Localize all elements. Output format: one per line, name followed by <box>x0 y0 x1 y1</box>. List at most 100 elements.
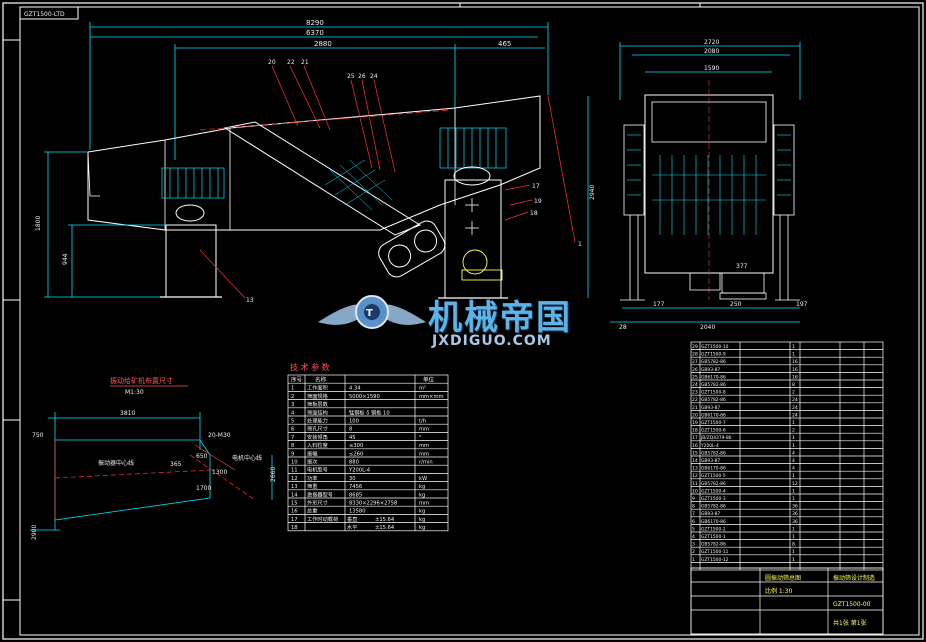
tech-row-value: 5000×1590 <box>349 394 380 400</box>
bom-row-code: GB5782-86 <box>701 481 726 487</box>
bom-row-qty: 1 <box>792 443 795 449</box>
bom-row-code: GB5782-86 <box>701 397 726 403</box>
bom-row-no: 15 <box>692 450 698 456</box>
bom-row-no: 11 <box>692 481 698 487</box>
bom-row-code: GB93-87 <box>701 458 720 464</box>
bom-row-no: 20 <box>692 412 698 418</box>
bom-row-no: 8 <box>692 504 695 510</box>
tech-row-value: 45 <box>349 435 356 441</box>
bom-row-qty: 16 <box>792 367 798 373</box>
dim-944: 944 <box>62 253 69 265</box>
inner-frame <box>19 6 920 636</box>
bom-row-qty: 16 <box>792 374 798 380</box>
bom-row-no: 19 <box>692 420 698 426</box>
tech-row-no: 14 <box>291 492 298 498</box>
tech-row-name: 功率 <box>307 474 317 482</box>
tech-row-value: 垂直 <box>347 515 357 523</box>
bom-row-qty: 1 <box>792 420 795 426</box>
detail-note-motor: 电机中心线 <box>232 454 262 462</box>
bom-row-no: 18 <box>692 428 698 434</box>
tech-row-no: 9 <box>291 451 294 457</box>
tech-table-title: 技 术 参 数 <box>290 362 330 372</box>
bom-row-no: 25 <box>692 374 698 380</box>
bom-row-no: 9 <box>692 496 695 502</box>
end-dim-1590: 1590 <box>704 65 719 72</box>
bom-row-code: GZT1500-10 <box>701 344 729 350</box>
bom-row-qty: 24 <box>792 397 798 403</box>
tech-row-no: 16 <box>291 509 298 515</box>
bom-row-qty: 36 <box>792 511 798 517</box>
tech-row-unit: mm <box>419 443 429 449</box>
tech-row-no: 3 <box>291 402 294 408</box>
bom-row-qty: 1 <box>792 473 795 479</box>
title-block-sheet: 共1张 第1张 <box>833 619 867 627</box>
tech-row-name: 振次 <box>307 458 317 466</box>
bom-row-no: 21 <box>692 405 698 411</box>
tech-row-value: 100 <box>349 419 359 425</box>
bom-row-no: 16 <box>692 443 698 449</box>
tech-row-unit: kg <box>419 484 425 490</box>
tech-header-unit: 单位 <box>423 376 435 384</box>
bom-row-code: GB5782-86 <box>701 359 726 365</box>
bom-row-qty: 1 <box>792 549 795 555</box>
callout-17: 17 <box>532 183 540 190</box>
tech-row-no: 1 <box>291 386 294 392</box>
bom-row-qty: 1 <box>792 496 795 502</box>
bom-row-code: GZT1500-3 <box>701 496 726 502</box>
bom-row-no: 6 <box>692 519 695 525</box>
bom-row-no: 4 <box>692 534 695 540</box>
tech-row-no: 12 <box>291 476 298 482</box>
tech-row-value2: ±15.64 <box>375 517 395 523</box>
tech-row-no: 17 <box>291 517 298 523</box>
tech-row-no: 2 <box>291 394 294 400</box>
tech-row-name: 筛面规格 <box>307 392 329 400</box>
bom-row-qty: 1 <box>792 534 795 540</box>
bom-row-code: GZT1500-1 <box>701 534 726 540</box>
end-dim-250: 250 <box>730 301 742 308</box>
bom-row-no: 17 <box>692 435 698 441</box>
callout-26: 26 <box>358 73 366 80</box>
tech-header-name: 名称 <box>315 376 327 384</box>
bom-row-qty: 8 <box>792 382 795 388</box>
tech-row-value: ≤260 <box>349 451 363 457</box>
frame-ticks <box>3 3 701 601</box>
detail-dim-3810: 3810 <box>120 410 135 417</box>
bom-row-code: Y200L-4 <box>700 443 719 449</box>
bom-row-no: 1 <box>692 557 695 563</box>
watermark-cn: 机械帝国 <box>428 298 572 338</box>
tech-row-value: 7456 <box>349 484 362 490</box>
tech-row-value: 8 <box>349 427 352 433</box>
tech-row-name: 筛孔尺寸 <box>307 425 328 433</box>
bom-row-no: 23 <box>692 390 698 396</box>
detail-dim-650: 650 <box>196 453 208 460</box>
dim-1800: 1800 <box>35 216 42 231</box>
tech-row-value: 锰钢板 δ 钢板 10 <box>349 408 390 416</box>
title-block-company: 振动筛设计制造 <box>833 574 875 582</box>
bom-row-code: GB6170-86 <box>701 374 726 380</box>
tech-row-unit: kg <box>419 525 425 531</box>
bom-row-code: GZT1500-2 <box>701 526 726 532</box>
bom-row-qty: 1 <box>792 488 795 494</box>
tech-row-no: 7 <box>291 435 294 441</box>
watermark-logo: T <box>318 295 426 329</box>
detail-note-exciter: 振动器中心线 <box>98 459 134 467</box>
tech-row-name: 外形尺寸 <box>307 499 328 507</box>
bom-row-code: GB6170-86 <box>701 519 726 525</box>
bom-row-no: 12 <box>692 473 698 479</box>
svg-text:T: T <box>366 308 373 319</box>
bom-row-code: GB6170-86 <box>701 412 726 418</box>
callout-25: 25 <box>347 73 355 80</box>
tech-row-no: 15 <box>291 501 298 507</box>
tech-row-unit: mm <box>419 427 429 433</box>
tech-row-unit: mm <box>419 501 429 507</box>
bom-row-code: GZT1500-11 <box>701 549 729 555</box>
watermark-en: JXDIGUO.COM <box>432 333 552 349</box>
bom-row-qty: 12 <box>792 481 798 487</box>
tech-header-no: 序号 <box>291 376 303 384</box>
side-view: 8290 6370 2880 465 <box>35 19 596 304</box>
tech-row-name: 处理能力 <box>307 417 328 425</box>
tech-row-no: 4 <box>291 410 295 416</box>
detail-dim-2900: 2900 <box>31 525 38 540</box>
bom-row-code: GZT1500-9 <box>701 352 726 358</box>
tech-row-name: 工作面积 <box>307 384 328 392</box>
